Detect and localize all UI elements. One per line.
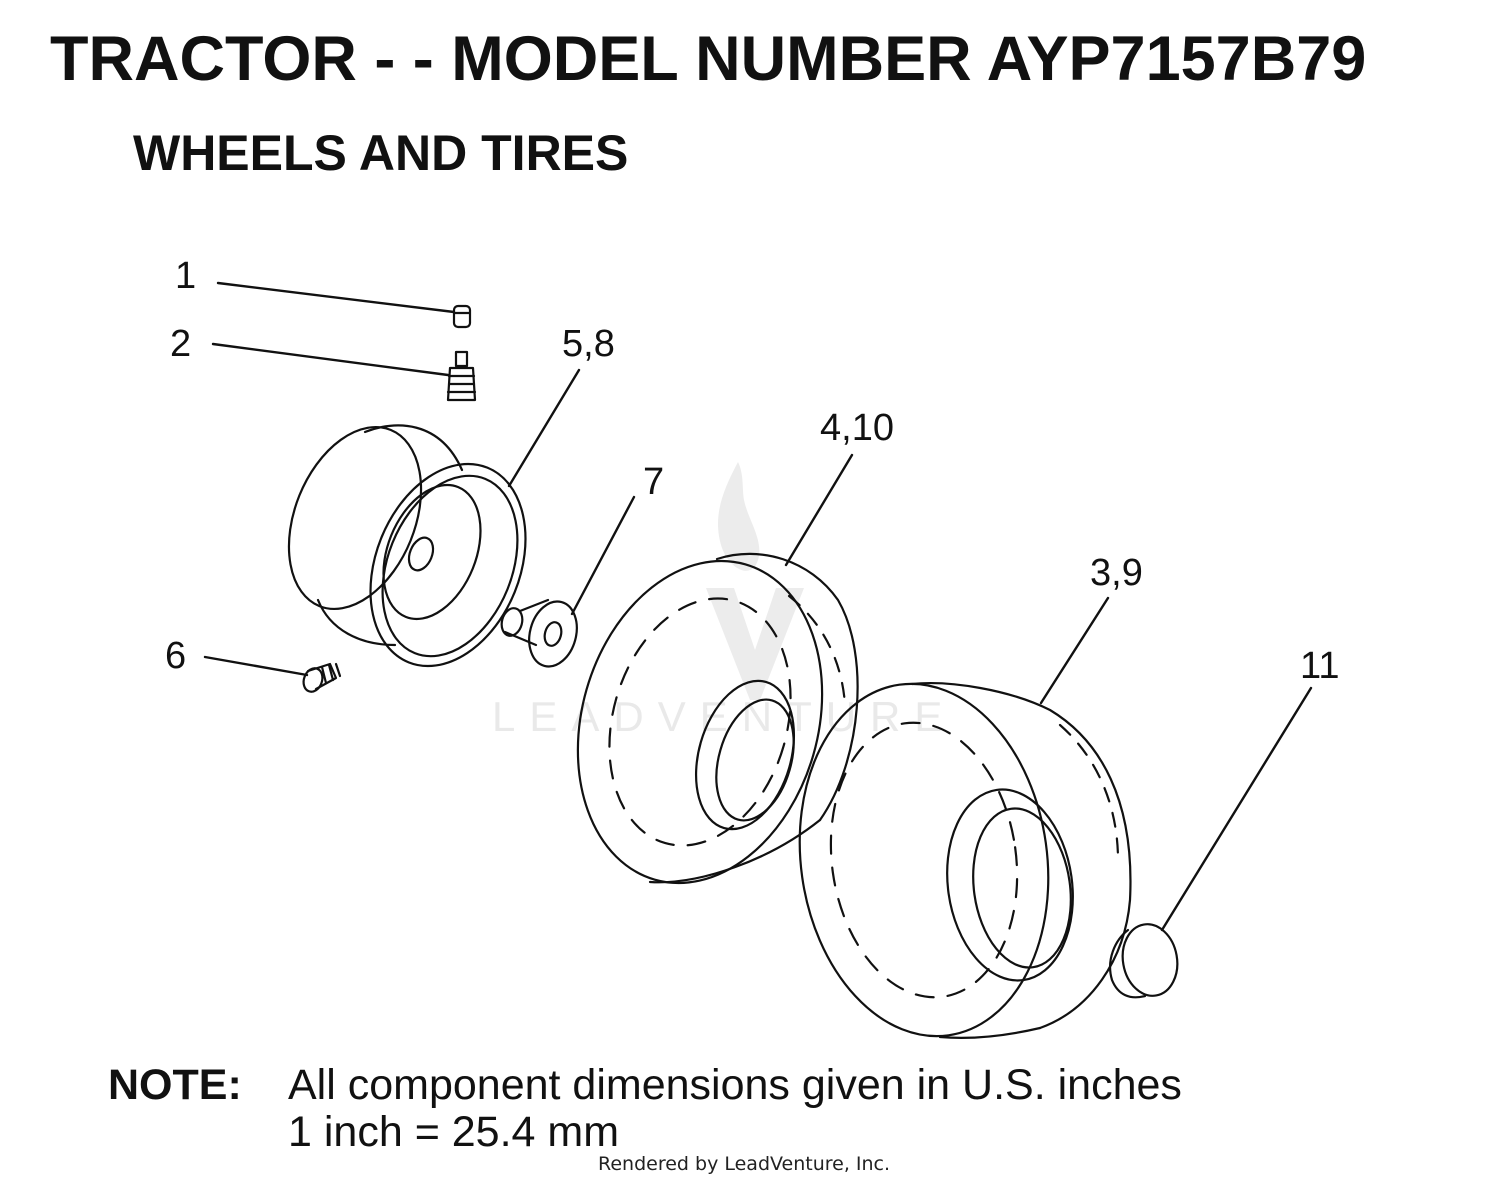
leader-line-3-9 xyxy=(1039,596,1110,705)
part-rear-tire xyxy=(798,682,1132,1039)
flame-v-logo-icon xyxy=(706,462,804,700)
part-valve-stem xyxy=(446,350,477,402)
leader-line-11 xyxy=(1160,686,1313,932)
leader-line-4-10 xyxy=(784,453,854,567)
part-wheel-rim xyxy=(287,424,527,668)
leader-line-2 xyxy=(211,342,450,377)
page-subtitle: WHEELS AND TIRES xyxy=(133,125,629,181)
watermark-text: LEADVENTURE xyxy=(492,693,956,740)
callout-4-10: 4,10 xyxy=(820,407,894,449)
callout-3-9: 3,9 xyxy=(1090,552,1143,594)
part-screw xyxy=(302,662,342,693)
watermark: LEADVENTURE xyxy=(492,462,956,740)
callout-1: 1 xyxy=(175,255,196,297)
part-valve-cap xyxy=(452,304,472,329)
part-front-tire xyxy=(576,552,859,885)
leader-line-6 xyxy=(203,655,309,677)
callout-2: 2 xyxy=(170,323,191,365)
note-label: NOTE: xyxy=(108,1061,242,1109)
leader-line-5-8 xyxy=(507,368,581,488)
part-bushing xyxy=(500,598,578,668)
note-line-units: All component dimensions given in U.S. i… xyxy=(288,1061,1182,1109)
callout-7: 7 xyxy=(643,461,664,503)
callout-11: 11 xyxy=(1300,645,1339,687)
note-line-conversion: 1 inch = 25.4 mm xyxy=(288,1108,620,1156)
render-credit: Rendered by LeadVenture, Inc. xyxy=(598,1153,891,1175)
leader-lines xyxy=(203,281,1313,932)
leader-line-7 xyxy=(570,495,636,616)
part-cap xyxy=(1109,923,1179,999)
callout-5-8: 5,8 xyxy=(562,323,615,365)
callout-6: 6 xyxy=(165,635,186,677)
page-title: TRACTOR - - MODEL NUMBER AYP7157B79 xyxy=(50,24,1367,94)
leader-line-1 xyxy=(216,281,456,314)
